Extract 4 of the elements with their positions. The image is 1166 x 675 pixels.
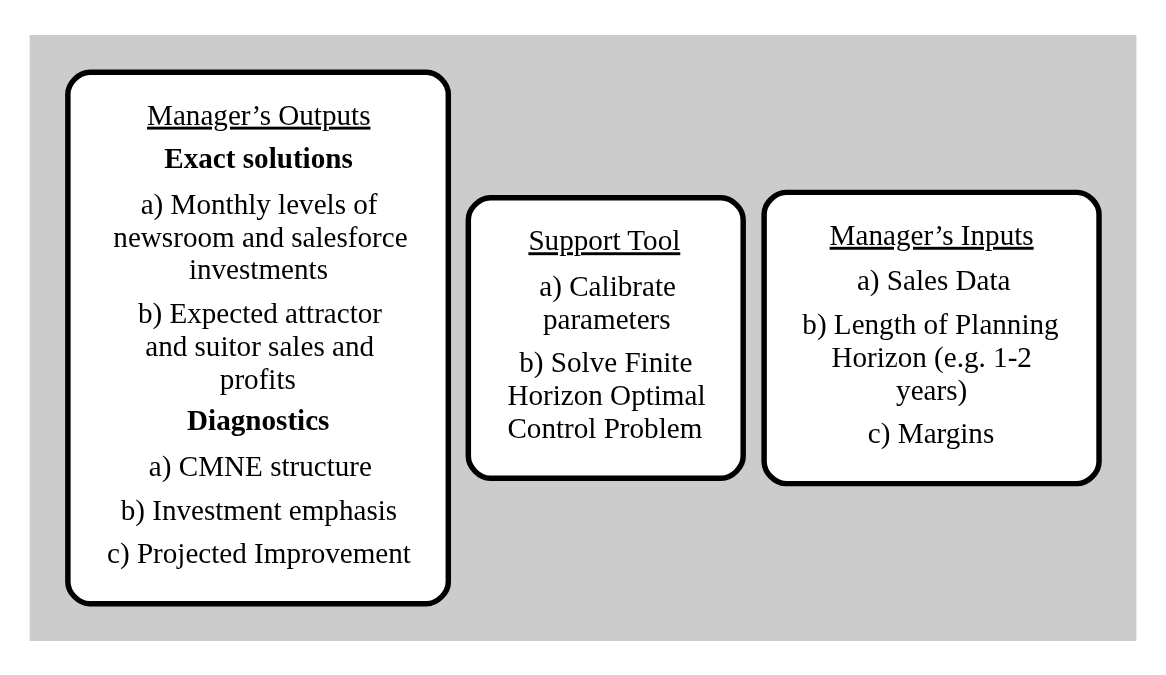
node-box: Manager’s Inputs a) Sales Data b) Length of Planning Horizon (e.g. 1-2 years) c) Margins <box>761 189 1102 486</box>
node-box: Manager’s Outputs Exact solutions a) Monthly levels of newsroom and salesforce investments b) Expected attractor and suitor sales and profits Diagnostics a) CMNE structure b) Investment emphasis c) Projected Improvement <box>65 69 452 606</box>
cluster <box>29 34 1137 641</box>
node-box: Support Tool a) Calibrate parameters b) Solve Finite Horizon Optimal Control Problem <box>465 194 746 481</box>
